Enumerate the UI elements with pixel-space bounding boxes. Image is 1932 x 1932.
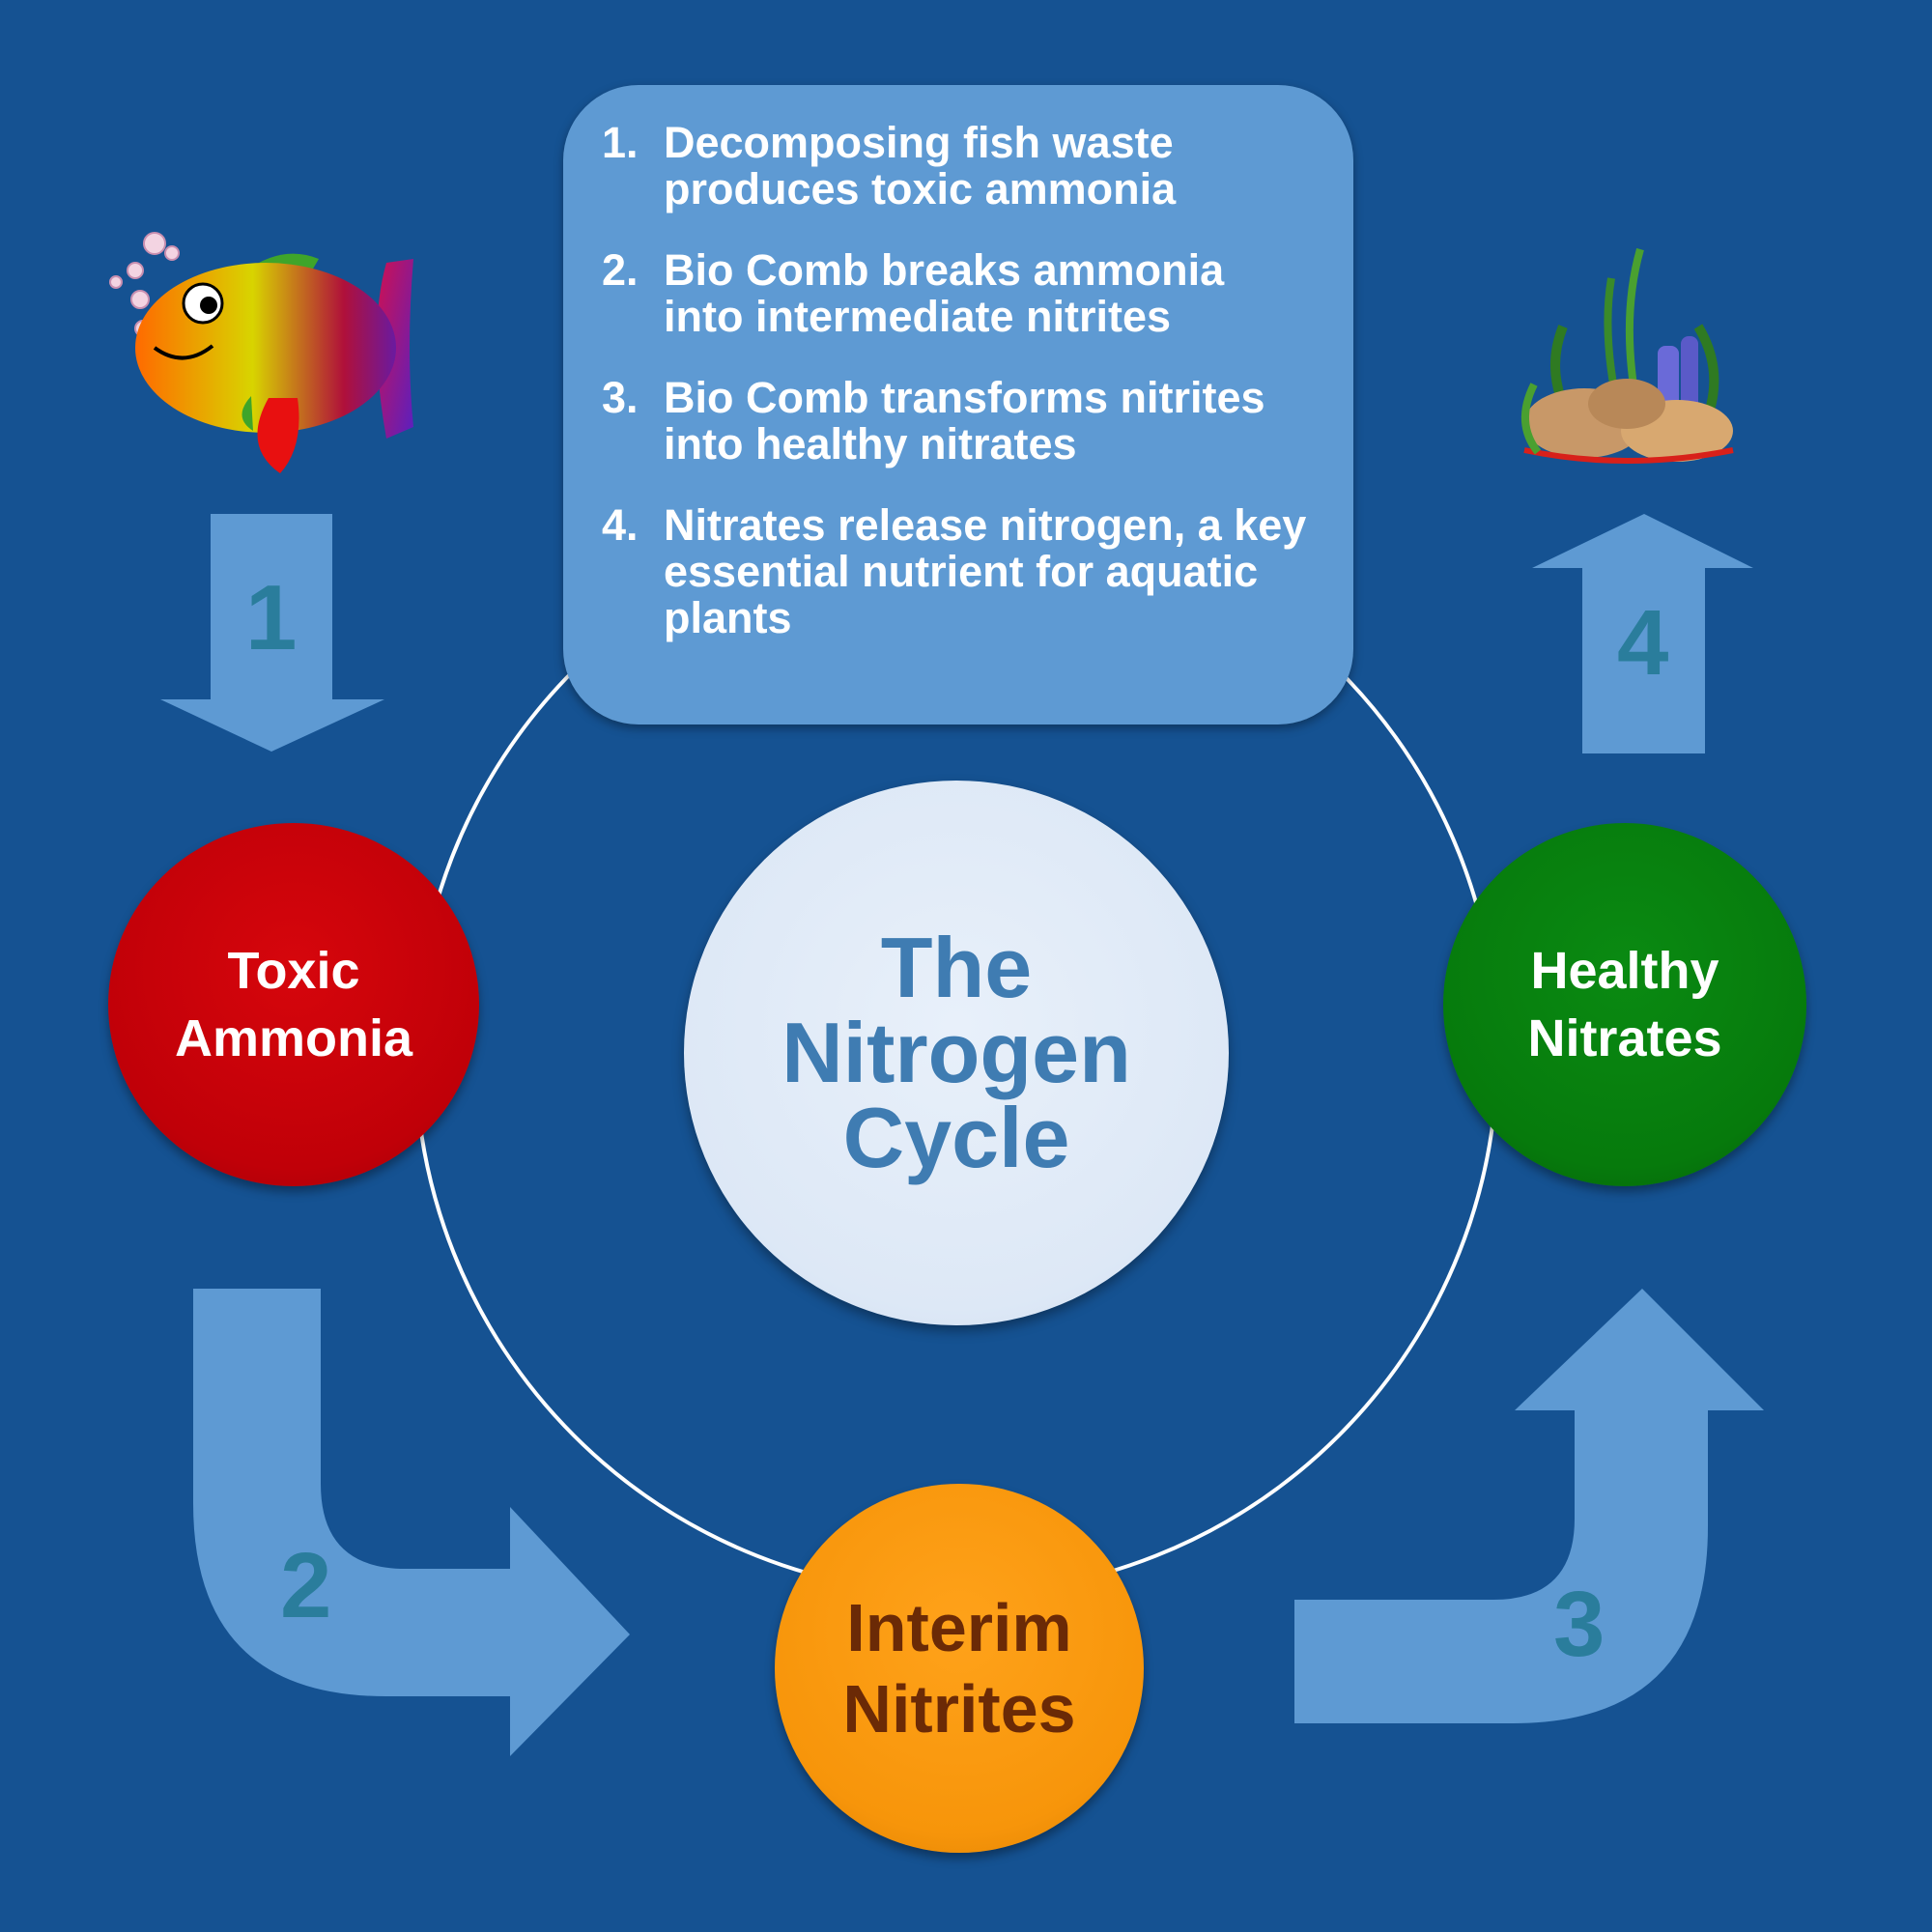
step-number: 1.: [602, 118, 639, 167]
step-item: 3. Bio Comb transforms nitrites into hea…: [602, 375, 1315, 468]
steps-box: 1. Decomposing fish waste produces toxic…: [563, 85, 1353, 724]
node-label: Healthy: [1530, 942, 1719, 1000]
arrow-3: [1294, 1289, 1764, 1723]
step-text: Decomposing fish waste produces toxic am…: [664, 118, 1177, 213]
interim-nitrites-node: Interim Nitrites: [775, 1484, 1144, 1853]
arrow-4-label: 4: [1617, 591, 1669, 695]
arrow-2: [193, 1289, 630, 1756]
fish-icon: [109, 232, 413, 473]
node-label: Nitrites: [842, 1671, 1076, 1747]
arrow-2-label: 2: [280, 1534, 332, 1637]
node-label: Nitrates: [1527, 1009, 1722, 1067]
step-item: 4. Nitrates release nitrogen, a key esse…: [602, 502, 1315, 641]
step-number: 2.: [602, 245, 639, 295]
healthy-nitrates-node: Healthy Nitrates: [1443, 823, 1806, 1186]
step-text: Bio Comb breaks ammonia into intermediat…: [664, 245, 1225, 341]
toxic-ammonia-node: Toxic Ammonia: [108, 823, 479, 1186]
step-text: Nitrates release nitrogen, a key essenti…: [664, 500, 1307, 642]
step-number: 3.: [602, 373, 639, 422]
arrow-4: [1532, 514, 1753, 753]
title-line: Cycle: [842, 1090, 1070, 1185]
step-text: Bio Comb transforms nitrites into health…: [664, 373, 1265, 469]
title-line: The: [880, 920, 1033, 1015]
node-label: Ammonia: [174, 1009, 413, 1067]
title-line: Nitrogen: [781, 1005, 1131, 1100]
step-item: 1. Decomposing fish waste produces toxic…: [602, 120, 1315, 213]
node-label: Interim: [846, 1590, 1072, 1665]
step-number: 4.: [602, 500, 639, 550]
arrow-1: [160, 514, 384, 752]
steps-list: 1. Decomposing fish waste produces toxic…: [563, 85, 1353, 641]
center-title: The Nitrogen Cycle: [684, 781, 1229, 1325]
node-label: Toxic: [227, 942, 360, 1000]
aquatic-plants-icon: [1520, 247, 1734, 464]
arrow-1-label: 1: [245, 566, 298, 669]
step-item: 2. Bio Comb breaks ammonia into intermed…: [602, 247, 1315, 340]
arrow-3-label: 3: [1553, 1573, 1605, 1676]
